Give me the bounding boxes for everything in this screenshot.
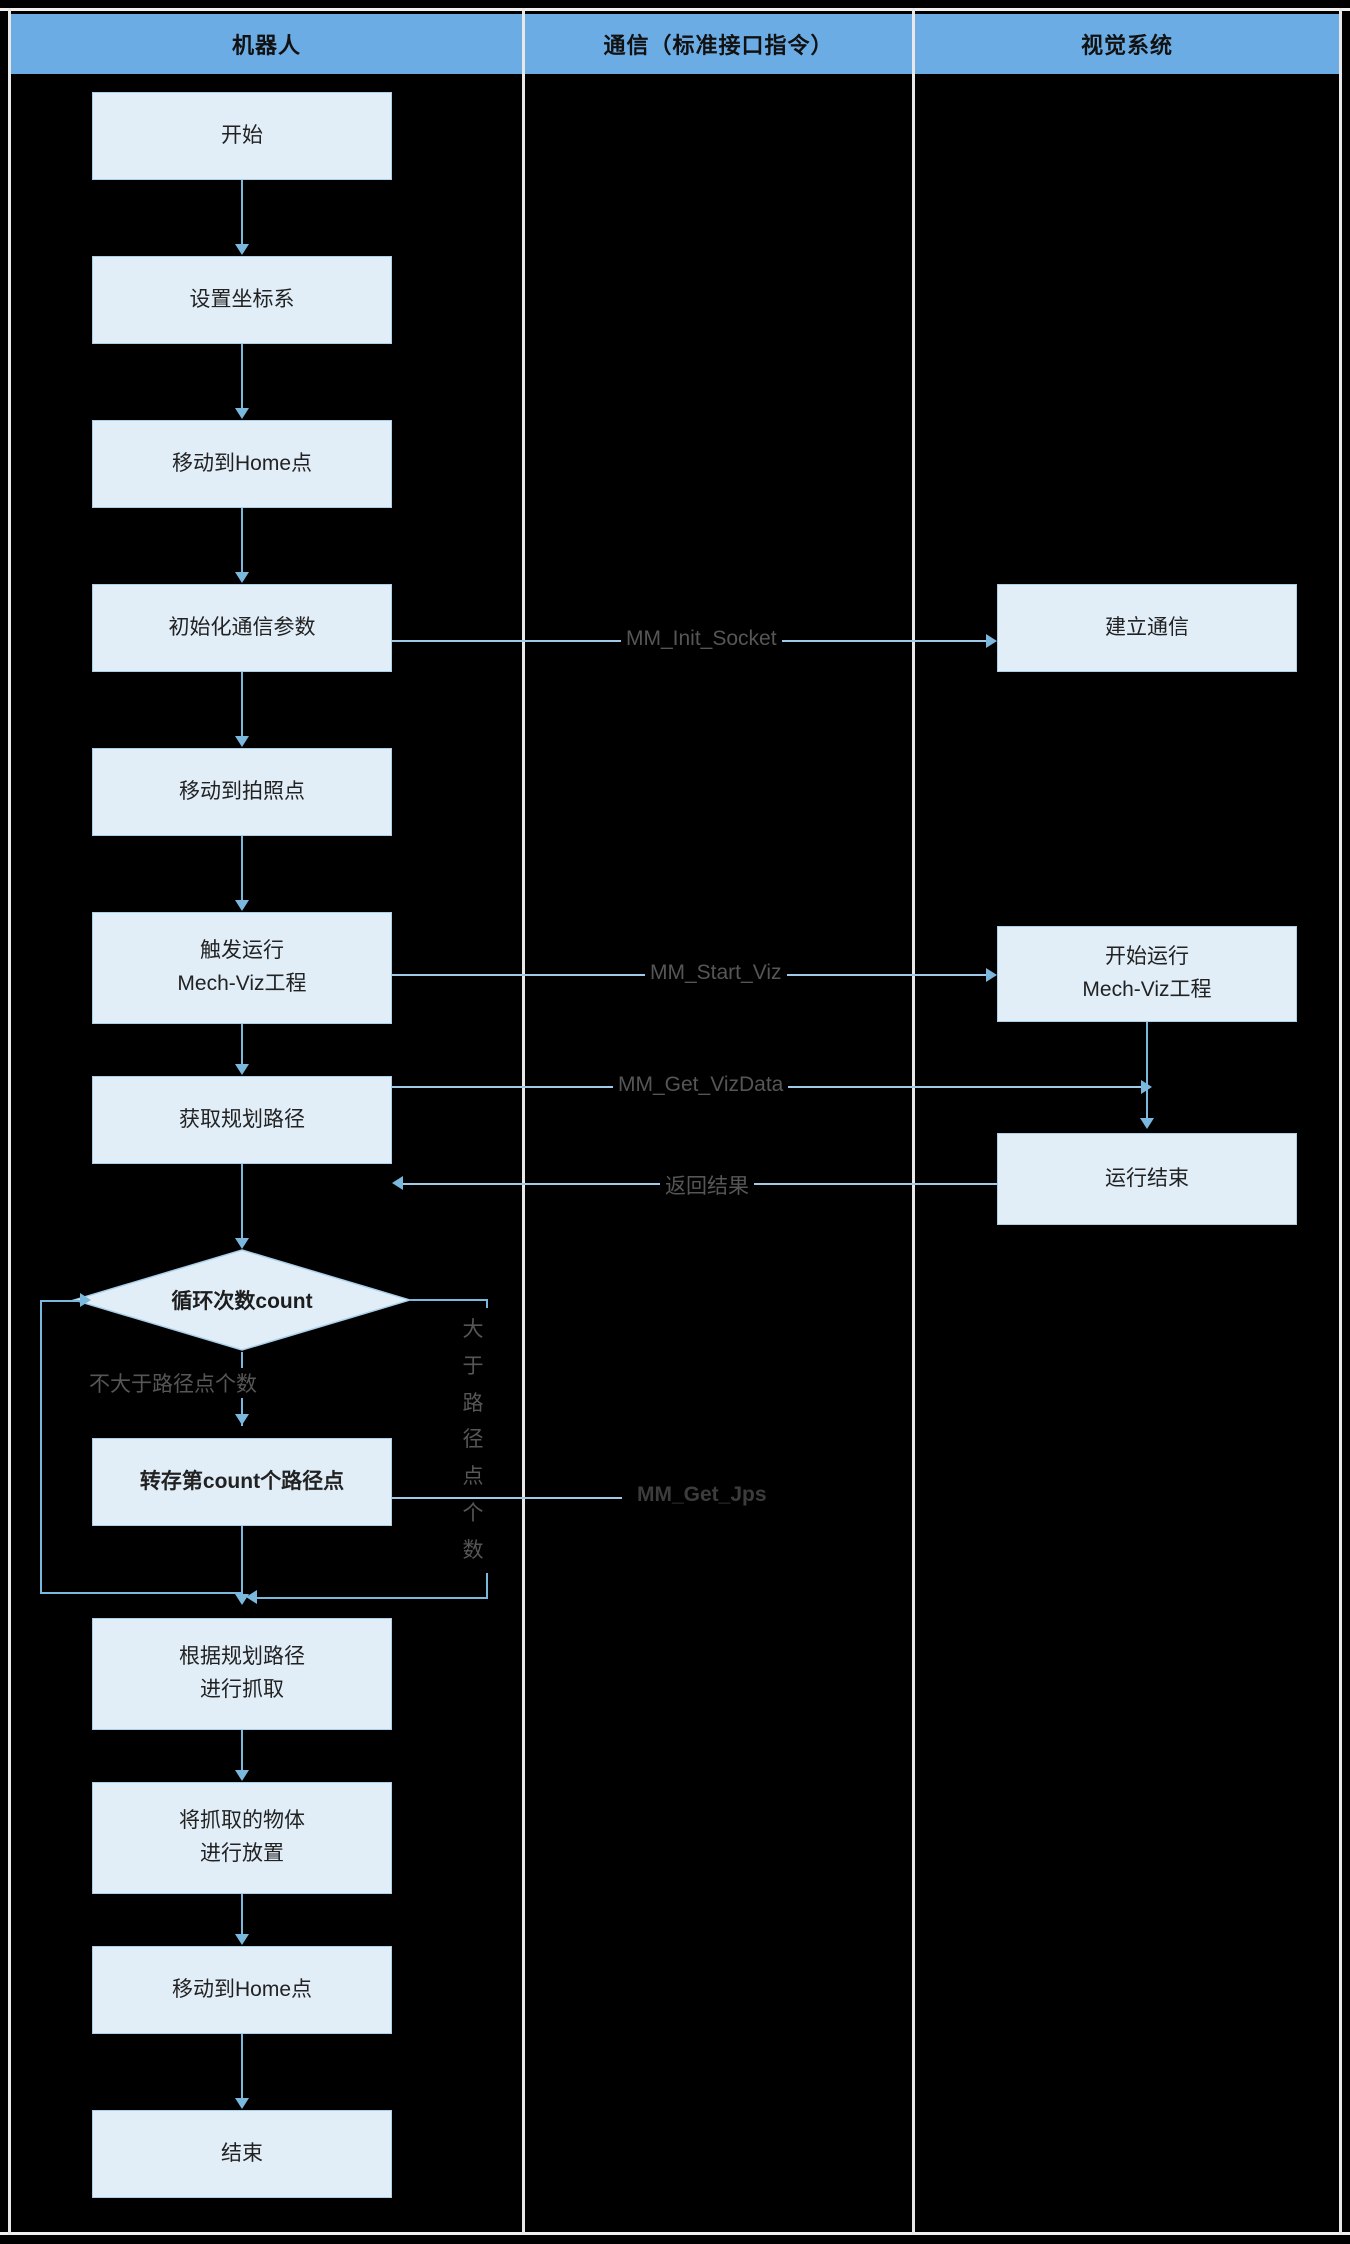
lane-header-robot: 机器人	[11, 14, 522, 74]
flow-label-mm-init-socket: MM_Init_Socket	[621, 627, 782, 651]
branch-yes-out	[410, 1299, 488, 1301]
node-move-photo-line1: 移动到拍照点	[179, 779, 305, 803]
lane-header-vision: 视觉系统	[915, 14, 1339, 74]
node-init-comm[interactable]: 初始化通信参数	[92, 584, 392, 672]
node-viz-run-line1: 开始运行	[1105, 945, 1189, 969]
node-move-home-2-line1: 移动到Home点	[171, 1977, 313, 2001]
node-viz-done-line1: 运行结束	[1105, 1166, 1189, 1190]
conn-getpath-to-decision	[241, 1164, 243, 1246]
arrowhead-return-result	[392, 1176, 403, 1190]
node-store-point[interactable]: 转存第count个路径点	[92, 1438, 392, 1526]
arrowhead-place	[235, 1770, 249, 1781]
node-trigger-viz-line1: 触发运行	[200, 939, 284, 963]
node-end-line1: 结束	[221, 2141, 263, 2165]
arrowhead-home2	[235, 1934, 249, 1945]
node-store-point-line1: 转存第count个路径点	[139, 1469, 345, 1493]
arrowhead-photo	[235, 736, 249, 747]
decision-label: 循环次数count	[171, 1290, 313, 1313]
node-viz-run-line2: Mech-Viz工程	[1082, 978, 1212, 1001]
arrowhead-decision	[235, 1238, 249, 1249]
decision-shape	[72, 1249, 412, 1351]
node-end[interactable]: 结束	[92, 2110, 392, 2198]
node-trigger-viz[interactable]: 触发运行 Mech-Viz工程	[92, 912, 392, 1024]
node-move-photo[interactable]: 移动到拍照点	[92, 748, 392, 836]
node-start[interactable]: 开始	[92, 92, 392, 180]
node-move-home-2[interactable]: 移动到Home点	[92, 1946, 392, 2034]
node-set-frame-line1: 设置坐标系	[189, 287, 295, 311]
node-pick-line2: 进行抓取	[200, 1678, 284, 1701]
arrowhead-getpath	[235, 1064, 249, 1075]
node-get-path[interactable]: 获取规划路径	[92, 1076, 392, 1164]
arrowhead-vizdone	[1140, 1118, 1154, 1129]
bottom-rule	[0, 2232, 1350, 2235]
lane-header-vision-label: 视觉系统	[1080, 33, 1173, 58]
arrowhead-home1	[235, 408, 249, 419]
node-viz-done[interactable]: 运行结束	[997, 1133, 1297, 1225]
node-viz-run[interactable]: 开始运行 Mech-Viz工程	[997, 926, 1297, 1022]
top-rule	[0, 8, 1350, 11]
node-build-comm[interactable]: 建立通信	[997, 584, 1297, 672]
flow-label-mm-get-jps: MM_Get_Jps	[632, 1483, 772, 1507]
arrowhead-pick	[235, 1594, 249, 1605]
arrowhead-store	[235, 1414, 249, 1425]
node-place-line1: 将抓取的物体	[179, 1809, 305, 1833]
node-place[interactable]: 将抓取的物体 进行放置	[92, 1782, 392, 1894]
node-set-frame[interactable]: 设置坐标系	[92, 256, 392, 344]
conn-place-to-home2	[241, 1894, 243, 1934]
conn-setframe-to-home1	[241, 344, 243, 408]
conn-trigger-to-getpath	[241, 1024, 243, 1064]
flow-label-mm-get-vizdata: MM_Get_VizData	[613, 1073, 789, 1097]
lane-header-comm: 通信（标准接口指令）	[525, 14, 912, 74]
loopback-into-decision	[40, 1300, 82, 1302]
loopback-up-run	[40, 1300, 42, 1594]
node-get-path-line1: 获取规划路径	[179, 1107, 305, 1131]
node-start-line1: 开始	[221, 123, 263, 147]
conn-home2-to-end	[241, 2034, 243, 2098]
node-pick-line1: 根据规划路径	[179, 1645, 305, 1669]
conn-photo-to-trigger	[241, 836, 243, 900]
conn-pick-to-place	[241, 1730, 243, 1770]
arrowhead-setframe	[235, 244, 249, 255]
left-edge-rule	[8, 8, 11, 2235]
lane-separator-1	[522, 8, 525, 2235]
branch-label-not-greater: 不大于路径点个数	[84, 1368, 262, 1398]
node-move-home-1[interactable]: 移动到Home点	[92, 420, 392, 508]
conn-start-to-setframe	[241, 180, 243, 244]
conn-initcomm-to-photo	[241, 672, 243, 736]
node-pick[interactable]: 根据规划路径 进行抓取	[92, 1618, 392, 1730]
flow-get-jps	[392, 1497, 622, 1499]
right-edge-rule	[1339, 8, 1342, 2235]
loopback-down-from-store	[241, 1526, 243, 1594]
lane-header-comm-label: 通信（标准接口指令）	[603, 33, 834, 58]
node-trigger-viz-line2: Mech-Viz工程	[177, 972, 307, 995]
flow-label-mm-start-viz: MM_Start_Viz	[645, 961, 787, 985]
node-init-comm-line1: 初始化通信参数	[168, 615, 316, 639]
arrowhead-start-viz	[986, 968, 997, 982]
node-move-home-1-line1: 移动到Home点	[171, 451, 313, 475]
decision-loop-count[interactable]: 循环次数count	[72, 1248, 412, 1352]
node-place-line2: 进行放置	[200, 1842, 284, 1865]
arrowhead-trigger	[235, 900, 249, 911]
arrowhead-initcomm	[235, 572, 249, 583]
lane-separator-2	[912, 8, 915, 2235]
loopback-left-run	[40, 1592, 243, 1594]
branch-label-greater: 大于路径点个数	[456, 1308, 490, 1574]
node-build-comm-line1: 建立通信	[1105, 615, 1189, 639]
arrowhead-loopback-decision	[80, 1293, 91, 1307]
conn-home1-to-initcomm	[241, 508, 243, 572]
flow-label-return-result: 返回结果	[660, 1170, 754, 1200]
arrowhead-end	[235, 2098, 249, 2109]
lane-header-robot-label: 机器人	[231, 33, 301, 58]
branch-yes-in	[254, 1597, 488, 1599]
arrowhead-branch-yes-join	[246, 1590, 257, 1604]
conn-vizrun-to-vizdone	[1146, 1022, 1148, 1120]
arrowhead-init-socket	[986, 634, 997, 648]
